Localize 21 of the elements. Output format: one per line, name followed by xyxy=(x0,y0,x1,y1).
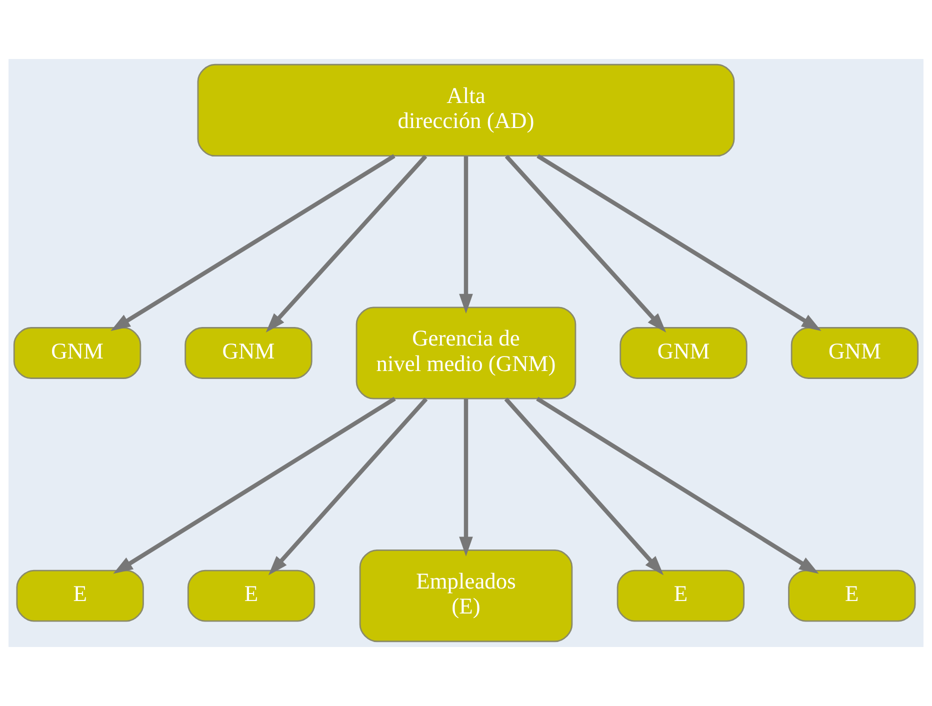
node-box: Gerencia de nivel medio (GNM) xyxy=(356,306,576,400)
arrow xyxy=(504,398,664,576)
arrow xyxy=(459,156,473,314)
arrow xyxy=(459,398,473,556)
node-box: Alta dirección (AD) xyxy=(197,64,735,157)
node-box: GNM xyxy=(184,327,312,379)
node-box: E xyxy=(16,570,144,622)
arrow xyxy=(110,154,396,331)
node-box: GNM xyxy=(13,327,142,379)
arrow xyxy=(536,396,819,574)
node-box: E xyxy=(187,570,316,622)
arrow xyxy=(113,396,396,574)
node-box: GNM xyxy=(790,327,919,379)
arrow xyxy=(504,154,666,332)
node-box: E xyxy=(788,570,916,622)
arrow xyxy=(536,154,822,331)
node-box: GNM xyxy=(620,327,748,379)
arrow xyxy=(266,154,428,332)
node-box: Empleados (E) xyxy=(359,549,573,642)
node-box: E xyxy=(616,570,745,622)
arrow xyxy=(268,398,428,576)
